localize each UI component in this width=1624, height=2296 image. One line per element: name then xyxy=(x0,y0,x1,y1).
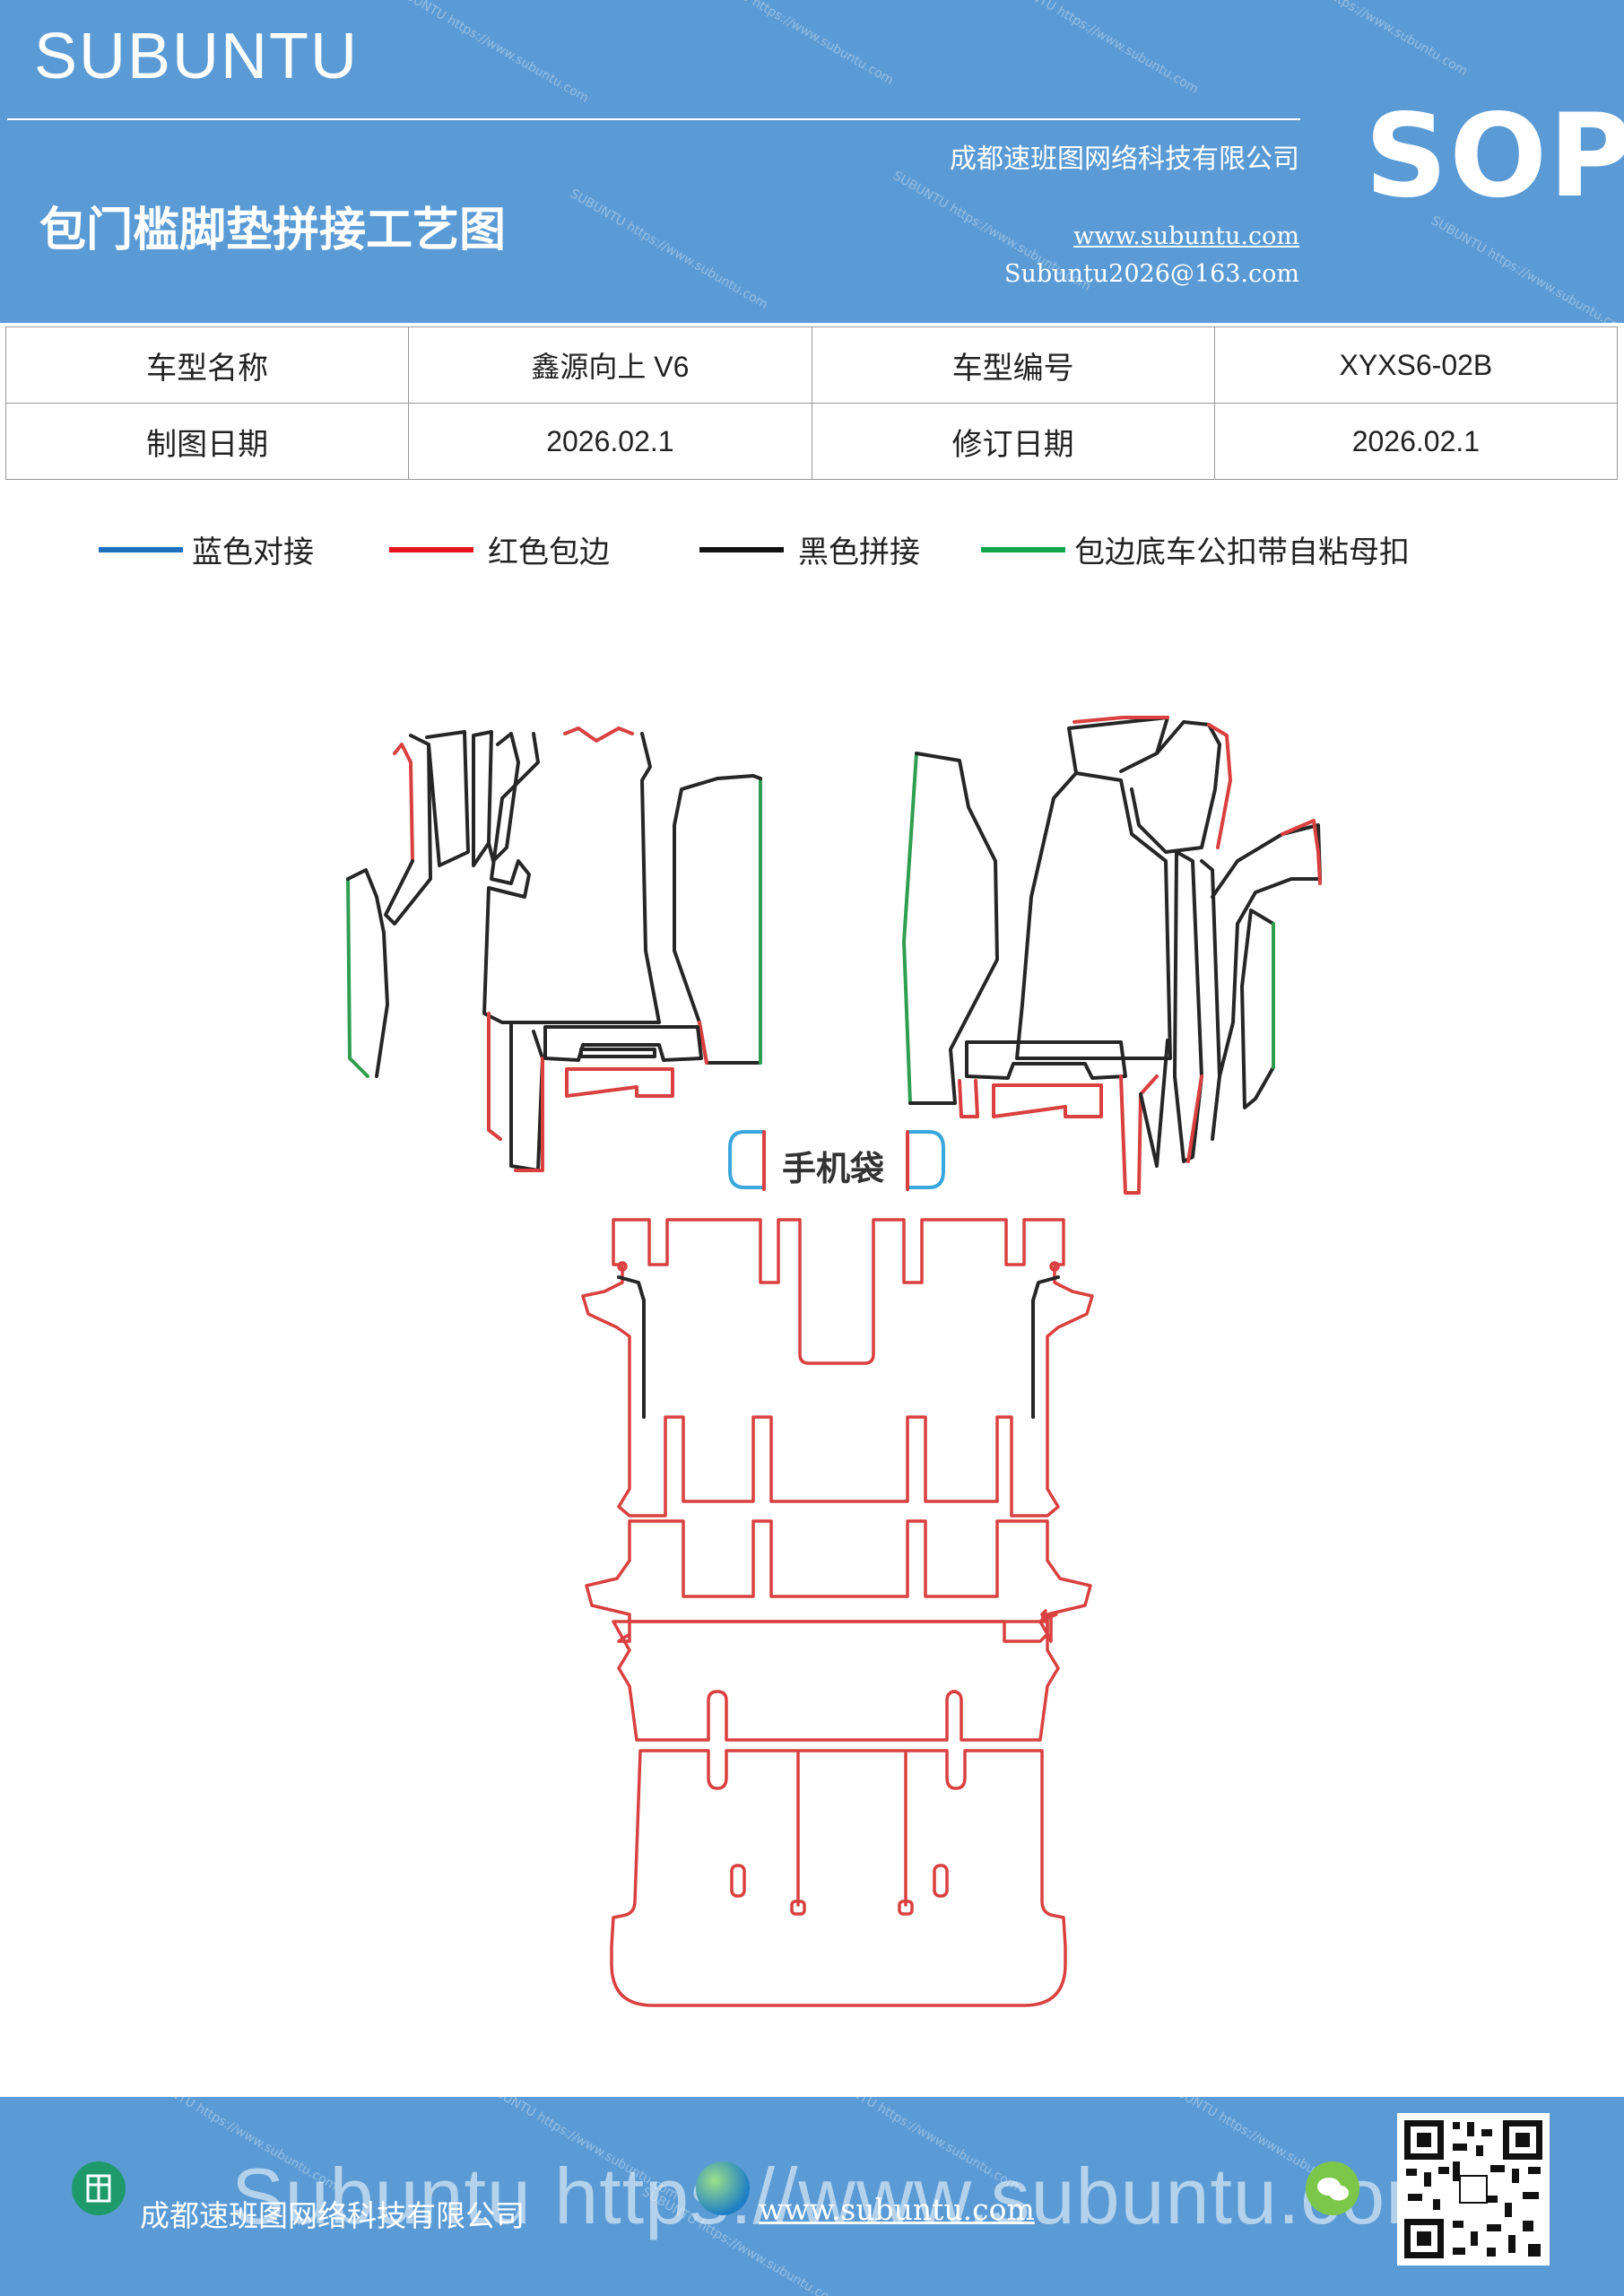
phone-bag-bracket-right xyxy=(906,1130,945,1189)
legend-item-black: 黑色拼接 xyxy=(699,527,920,571)
legend-label: 蓝色对接 xyxy=(192,535,314,570)
right-long-strip-2 xyxy=(1200,859,1221,1141)
table-cell: 制图日期 xyxy=(4,403,410,480)
rear-mat-middle xyxy=(585,1519,1092,1643)
wechat-icon xyxy=(1306,2161,1359,2215)
table-cell: 2026.02.1 xyxy=(1213,403,1619,480)
rear-floor-mat-group xyxy=(581,1218,1094,2007)
table-cell: 车型名称 xyxy=(4,326,410,404)
left-side-panel-top xyxy=(716,774,762,780)
left-main-mat xyxy=(482,732,661,1024)
rear-mat-hole-right xyxy=(898,1900,914,1916)
legend-item-blue: 蓝色对接 xyxy=(99,527,314,571)
footer-watermark: Subuntu https://www.subuntu.com xyxy=(231,2152,1453,2240)
building-icon-glyph xyxy=(86,2174,111,2203)
page-title: 包门槛脚垫拼接工艺图 xyxy=(39,204,507,257)
rear-mat-bottom xyxy=(610,1749,1067,2007)
table-row: 车型名称 鑫源向上 V6 车型编号 XYXS6-02B xyxy=(4,326,1619,404)
legend-swatch xyxy=(699,546,784,552)
left-outer-strip-top xyxy=(346,868,378,899)
right-front-mat-group xyxy=(902,716,1322,1195)
website-link[interactable]: www.subuntu.com xyxy=(1073,222,1299,250)
left-column-piece xyxy=(425,730,470,867)
left-pillar-piece xyxy=(393,743,414,863)
legend-item-red: 红色包边 xyxy=(389,527,610,571)
brand-name: SUBUNTU xyxy=(34,21,360,92)
right-top-piece-red xyxy=(1073,716,1169,724)
rear-mat-slot-right xyxy=(933,1864,949,1898)
legend-swatch xyxy=(99,546,183,552)
footer-company: 成都速班图网络科技有限公司 xyxy=(140,2198,525,2233)
right-top-piece xyxy=(1067,716,1169,775)
table-cell: 2026.02.1 xyxy=(408,403,812,480)
right-bottom-strip-right xyxy=(1119,1074,1159,1195)
globe-icon xyxy=(696,2161,750,2215)
left-main-mat-top xyxy=(563,726,634,743)
table-cell: 修订日期 xyxy=(811,403,1215,480)
right-long-strip-red xyxy=(1186,1074,1203,1163)
rear-mat-black-seams xyxy=(617,1275,1060,1419)
right-curve-piece-red xyxy=(1207,723,1232,849)
left-tab-lower-inner xyxy=(579,1048,656,1058)
company-name: 成都速班图网络科技有限公司 xyxy=(950,144,1299,175)
legend-label: 红色包边 xyxy=(488,535,610,570)
rear-seam-right xyxy=(1031,1275,1060,1419)
rear-seam-left xyxy=(617,1275,646,1419)
right-long-strip xyxy=(1173,850,1203,1163)
left-outer-strip xyxy=(375,895,389,1078)
qr-code xyxy=(1397,2113,1550,2266)
wechat-icon-glyph xyxy=(1317,2178,1349,2201)
right-wing-piece xyxy=(1211,823,1322,1078)
left-tab-upper xyxy=(543,1025,703,1062)
table-cell: 车型编号 xyxy=(811,326,1215,404)
right-main-mat xyxy=(1015,771,1172,1060)
left-bottom-strip-red xyxy=(487,1012,544,1172)
table-cell: 鑫源向上 V6 xyxy=(408,326,812,404)
header-banner: SUBUNTU https://www.subuntu.com SUBUNTU … xyxy=(0,0,1624,323)
left-pillar-inner xyxy=(384,734,432,926)
right-tab-upper xyxy=(965,1040,1127,1080)
qr-code-graphic xyxy=(1404,2120,1542,2258)
rear-mat-lower xyxy=(612,1620,1060,1742)
right-tab-lower xyxy=(992,1083,1103,1118)
left-side-panel xyxy=(673,777,762,1065)
vehicle-info-table: 车型名称 鑫源向上 V6 车型编号 XYXS6-02B 制图日期 2026.02… xyxy=(4,326,1619,480)
left-tab-lower xyxy=(565,1067,674,1098)
legend: 蓝色对接 红色包边 黑色拼接 包边底车公扣带自粘母扣 xyxy=(0,527,1624,581)
phone-bag-bars xyxy=(762,1130,909,1191)
building-icon xyxy=(72,2161,126,2215)
left-outer-strip-green xyxy=(346,877,369,1078)
footer-banner: SUBUNTU https://www.subuntu.com SUBUNTU … xyxy=(0,2097,1624,2296)
right-side-strip xyxy=(1240,909,1275,1109)
rear-mat-slot-left xyxy=(730,1864,746,1898)
right-outer-panel xyxy=(908,752,999,1105)
rear-mat-dot-right xyxy=(1049,1261,1060,1272)
table-row: 制图日期 2026.02.1 修订日期 2026.02.1 xyxy=(4,403,1619,480)
legend-label: 黑色拼接 xyxy=(798,535,920,570)
right-outer-strip-green xyxy=(902,752,918,1105)
email-address: Subuntu2026@163.com xyxy=(1004,260,1299,288)
rear-mat-hole-left xyxy=(790,1900,806,1916)
header-divider xyxy=(7,118,1300,120)
rear-mat-dot-left xyxy=(617,1261,628,1272)
left-bottom-strip xyxy=(509,1021,544,1172)
footer-website-link[interactable]: www.subuntu.com xyxy=(759,2192,1035,2227)
left-side-panel-red xyxy=(698,1021,708,1065)
right-curve-piece xyxy=(1130,720,1221,854)
right-bottom-strip-black xyxy=(1139,1039,1169,1168)
rear-mat-upper xyxy=(581,1218,1094,1518)
table-cell: XYXS6-02B xyxy=(1213,326,1619,404)
phone-bag-brackets xyxy=(728,1130,945,1189)
legend-item-green: 包边底车公扣带自粘母扣 xyxy=(981,527,1410,571)
left-front-mat-group xyxy=(346,726,762,1172)
legend-swatch xyxy=(981,546,1065,552)
legend-swatch xyxy=(389,546,473,552)
legend-label: 包边底车公扣带自粘母扣 xyxy=(1074,535,1410,570)
sop-badge: SOP xyxy=(1365,90,1624,223)
right-bottom-strip-left xyxy=(958,1079,979,1118)
phone-bag-label: 手机袋 xyxy=(782,1149,885,1188)
right-wing-piece-red xyxy=(1281,819,1322,885)
phone-bag-bracket-left xyxy=(728,1130,766,1189)
